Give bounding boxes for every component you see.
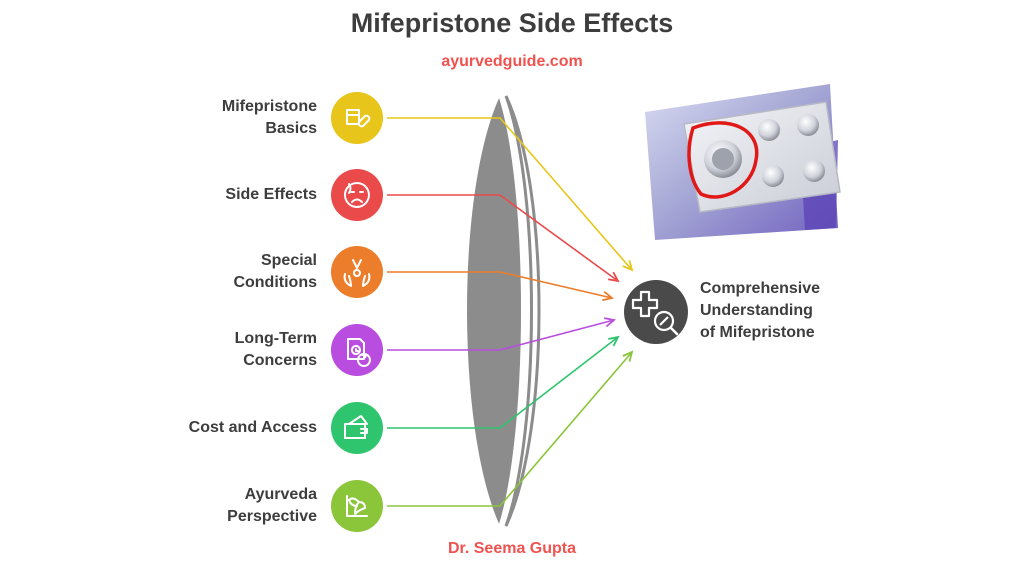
input-label-line: Concerns [243,352,317,369]
arrow-head-icon [622,350,634,362]
result-line: Comprehensive [700,280,821,297]
leaf-sprout-icon [331,480,383,532]
lens-shape [467,95,541,527]
connector-line [387,336,619,429]
highlight-circle [687,121,759,199]
author-label: Dr. Seema Gupta [447,540,577,557]
connector-line [387,194,619,282]
input-label: Cost and Access [87,417,317,439]
input-icons [331,92,383,532]
blister-pack-photo [645,84,841,240]
connector-line [387,271,613,299]
input-label-line: Basics [265,120,317,137]
input-label: Side Effects [87,184,317,206]
hands-pendant-icon [331,246,383,298]
clock-question-icon [331,324,383,376]
input-label-line: Ayurveda [244,486,317,503]
input-label-line: Cost and Access [188,419,317,436]
arrow-head-icon [608,335,620,347]
medical-cross-pill-icon [624,280,688,344]
connector-line [387,117,633,271]
arrow-head-icon [608,271,620,283]
wallet-money-icon [331,402,383,454]
arrow-head-icon [604,317,617,328]
connector-line [387,351,633,507]
input-label-line: Mifepristone [221,98,317,115]
input-label-line: Side Effects [225,186,317,203]
arrow-head-icon [622,260,634,272]
input-label-line: Conditions [233,274,317,291]
page-title: Mifepristone Side Effects [350,8,674,38]
sad-face-icon [331,169,383,221]
website-label: ayurvedguide.com [441,53,583,70]
input-label-line: Perspective [227,508,317,525]
result-line: of Mifepristone [700,324,815,341]
arrow-head-icon [602,291,615,302]
connector-line [387,319,615,351]
connector-lines [387,117,634,507]
result-label: Comprehensive Understanding of Mifeprist… [700,278,900,344]
result-line: Understanding [700,302,813,319]
box-pill-icon [331,92,383,144]
input-label-line: Special [260,252,317,269]
input-label-line: Long-Term [234,330,317,347]
